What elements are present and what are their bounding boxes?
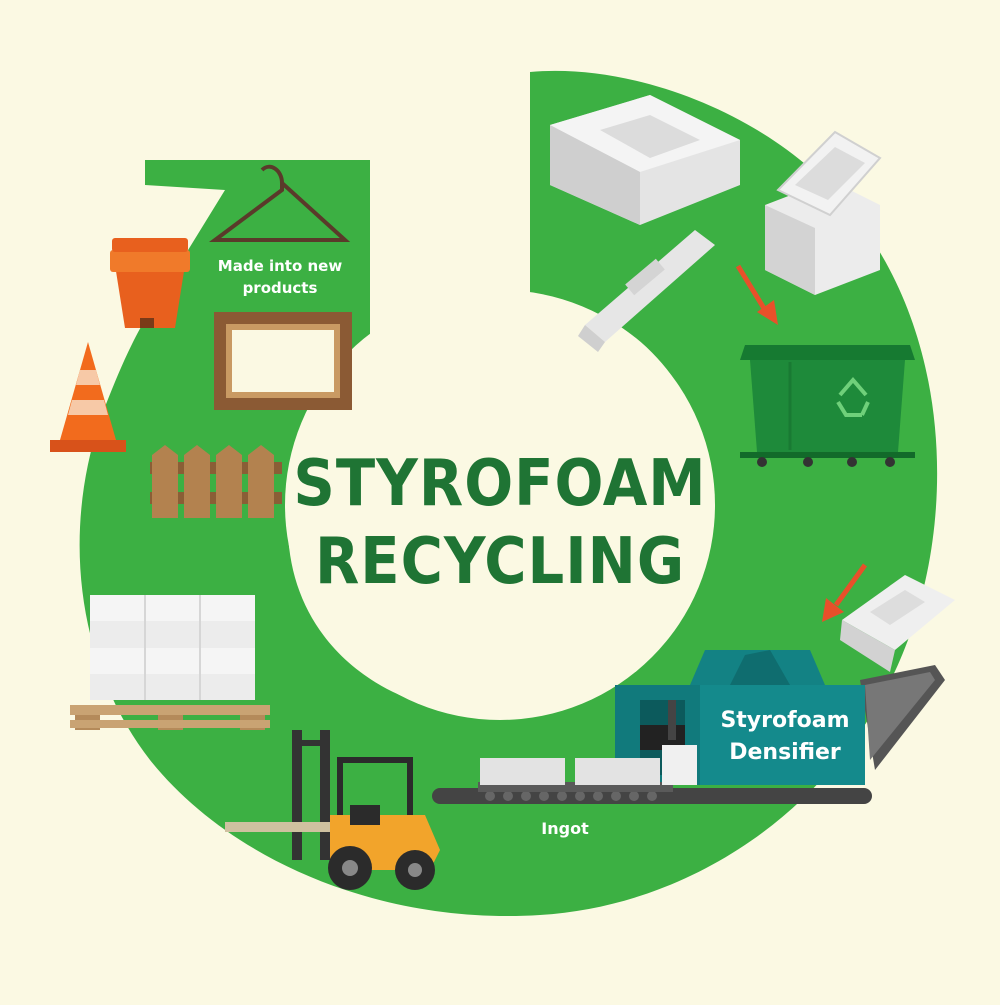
arrow-to-dumpster [735,264,778,325]
products-label: Made into new products [217,257,343,297]
picture-frame [214,312,352,410]
title-line-1: STYROFOAM [293,447,707,521]
foam-box [765,130,882,295]
forklift [225,730,440,890]
flower-pot [110,238,190,328]
arrow-to-densifier [822,563,868,622]
conveyor-belt-ramp [860,665,945,770]
diagram-title: STYROFOAM RECYCLING [290,445,710,601]
densifier-label-line-2: Densifier [729,740,841,765]
recycling-dumpster [740,345,915,467]
foam-insert [578,230,715,352]
foam-pallet [70,595,270,730]
hanger [208,164,351,242]
densifier-label-line-1: Styrofoam [720,708,850,733]
traffic-cone [50,342,126,452]
foam-piece-falling [840,575,955,672]
wooden-fence [150,445,282,518]
recycle-icon [836,376,870,417]
densifier-label: Styrofoam Densifier [700,705,870,769]
ingot-blocks [480,745,697,785]
ingot-label: Ingot [541,819,589,838]
output-conveyor [432,782,872,804]
foam-packaging-large [550,95,740,225]
title-line-2: RECYCLING [314,525,686,599]
